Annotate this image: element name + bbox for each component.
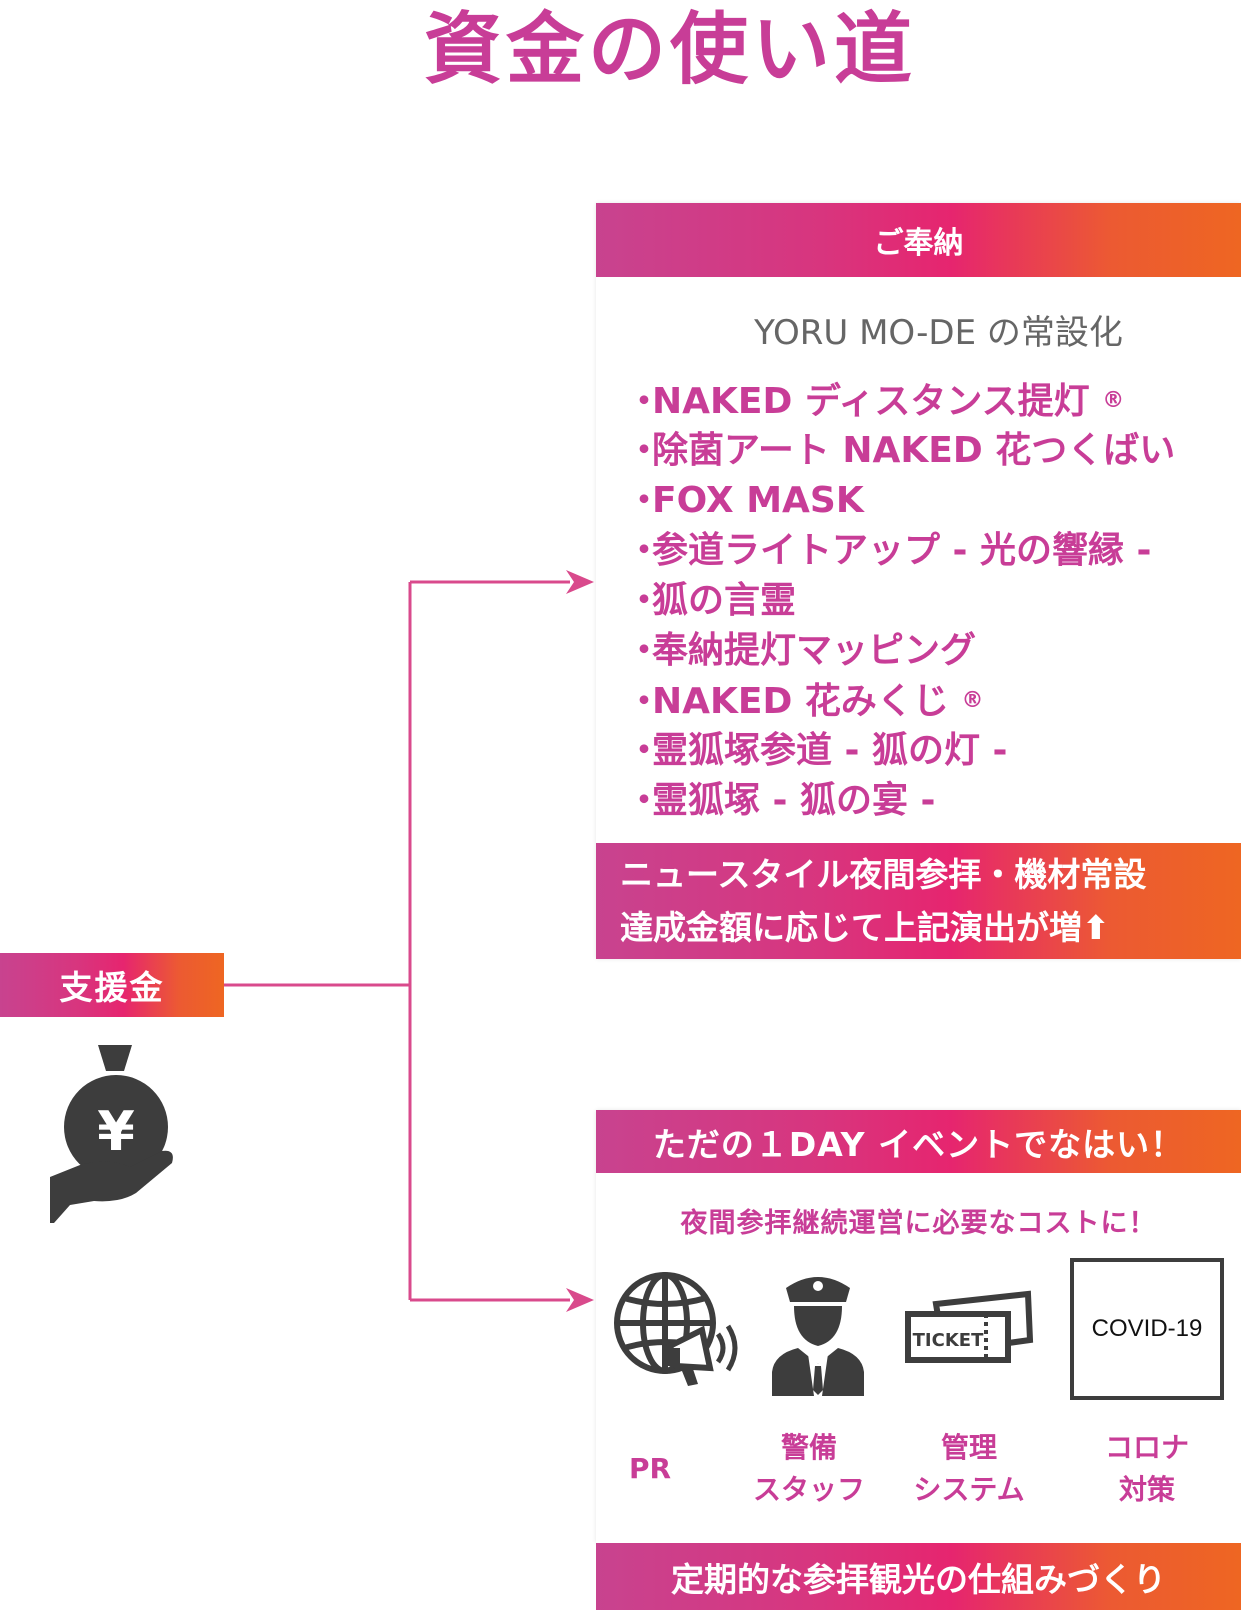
list-item: ・霊狐塚参道 - 狐の灯 - <box>626 726 1241 776</box>
svg-text:¥: ¥ <box>97 1100 135 1163</box>
registered-mark: ® <box>1102 388 1125 413</box>
operation-panel-subtitle: 夜間参拝継続運営に必要なコストに！ <box>680 1208 1157 1239</box>
list-item-text: 霊狐塚参道 - 狐の灯 - <box>652 730 1008 771</box>
ticket-icon: TICKET <box>905 1290 1034 1363</box>
ticket-text: TICKET <box>913 1330 984 1351</box>
security-guard-icon <box>772 1277 864 1396</box>
registered-mark: ® <box>961 688 984 713</box>
list-item: ・NAKED 花みくじ ® <box>626 676 1241 726</box>
page-title: 資金の使い道 <box>423 5 916 95</box>
arrowhead-top <box>566 570 594 594</box>
covid-box-text: COVID-19 <box>1091 1315 1203 1342</box>
list-item-text: 除菌アート NAKED 花つくばい <box>652 430 1176 471</box>
support-label: 支援金 <box>0 953 224 1017</box>
arrowhead-bottom <box>566 1288 594 1312</box>
list-item: ・霊狐塚 - 狐の宴 - <box>626 776 1241 826</box>
list-item-text: NAKED ディスタンス提灯 <box>652 381 1090 422</box>
list-item-text: NAKED 花みくじ <box>652 681 949 722</box>
footer-line-1: ニュースタイル夜間参拝・機材常設 <box>620 855 1147 894</box>
list-item: ・狐の言霊 <box>626 576 1241 626</box>
bullet: ・ <box>626 681 663 722</box>
donation-panel-subtitle: YORU MO-DE の常設化 <box>754 313 1123 353</box>
list-item-text: 狐の言霊 <box>652 580 797 621</box>
list-item: ・参道ライトアップ - 光の響縁 - <box>626 526 1241 576</box>
icon-label-line: 管理 <box>940 1431 997 1464</box>
list-item: ・NAKED ディスタンス提灯 ® <box>626 376 1241 426</box>
list-item-text: 霊狐塚 - 狐の宴 - <box>652 780 936 821</box>
list-item-text: 奉納提灯マッピング <box>652 630 977 671</box>
icon-label-covid: コロナ 対策 <box>1072 1427 1222 1511</box>
icon-label-line: 警備 <box>780 1431 837 1464</box>
list-item-text: 参道ライトアップ - 光の響縁 - <box>652 530 1152 571</box>
icon-label-line: システム <box>913 1473 1025 1506</box>
bullet: ・ <box>626 780 663 821</box>
list-item: ・FOX MASK <box>626 476 1241 526</box>
donation-item-list: ・NAKED ディスタンス提灯 ® ・除菌アート NAKED 花つくばい ・FO… <box>596 376 1241 826</box>
icon-label-pr: PR <box>575 1448 725 1490</box>
icon-label-line: PR <box>628 1452 672 1485</box>
icon-label-line: スタッフ <box>752 1473 865 1506</box>
bullet: ・ <box>626 430 663 471</box>
list-item-text: FOX MASK <box>652 480 864 521</box>
footer-line-2: 達成金額に応じて上記演出が増⬆ <box>620 908 1110 947</box>
icon-label-management: 管理 システム <box>894 1427 1044 1511</box>
donation-panel: ご奉納 YORU MO-DE の常設化 ・NAKED ディスタンス提灯 ® ・除… <box>596 203 1241 959</box>
operation-panel-header: ただの１DAY イベントでなはい！ <box>596 1110 1241 1173</box>
list-item: ・除菌アート NAKED 花つくばい <box>626 426 1241 476</box>
bullet: ・ <box>626 730 663 771</box>
list-item: ・奉納提灯マッピング <box>626 626 1241 676</box>
money-bag-yen-icon: ¥ <box>50 1045 173 1223</box>
donation-panel-header: ご奉納 <box>596 203 1241 277</box>
bullet: ・ <box>626 381 663 422</box>
bullet: ・ <box>626 630 663 671</box>
donation-panel-footer: ニュースタイル夜間参拝・機材常設 達成金額に応じて上記演出が増⬆ <box>596 843 1241 959</box>
bullet: ・ <box>626 480 663 521</box>
bullet: ・ <box>626 530 663 571</box>
bullet: ・ <box>626 580 663 621</box>
globe-megaphone-icon <box>614 1272 738 1386</box>
icon-label-line: 対策 <box>1118 1473 1175 1506</box>
icon-label-security: 警備 スタッフ <box>734 1427 884 1511</box>
operation-panel-footer: 定期的な参拝観光の仕組みづくり <box>596 1543 1241 1610</box>
icon-label-line: コロナ <box>1104 1431 1189 1464</box>
covid-box-icon: COVID-19 <box>1070 1258 1224 1400</box>
